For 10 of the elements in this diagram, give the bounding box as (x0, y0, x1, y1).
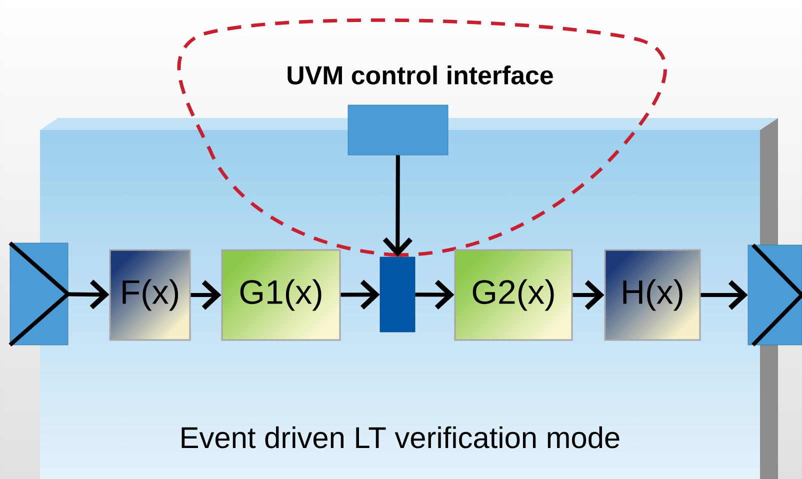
function-box: G2(x) (454, 249, 573, 341)
control-box (348, 104, 448, 156)
dashed-region: UVM control interface (177, 18, 667, 257)
port-block (8, 242, 72, 346)
function-box: G1(x) (221, 249, 341, 341)
port-block (748, 244, 802, 346)
bar (380, 256, 416, 332)
function-box: F(x) (109, 249, 191, 341)
function-box: H(x) (604, 249, 701, 341)
arrow (382, 155, 412, 257)
